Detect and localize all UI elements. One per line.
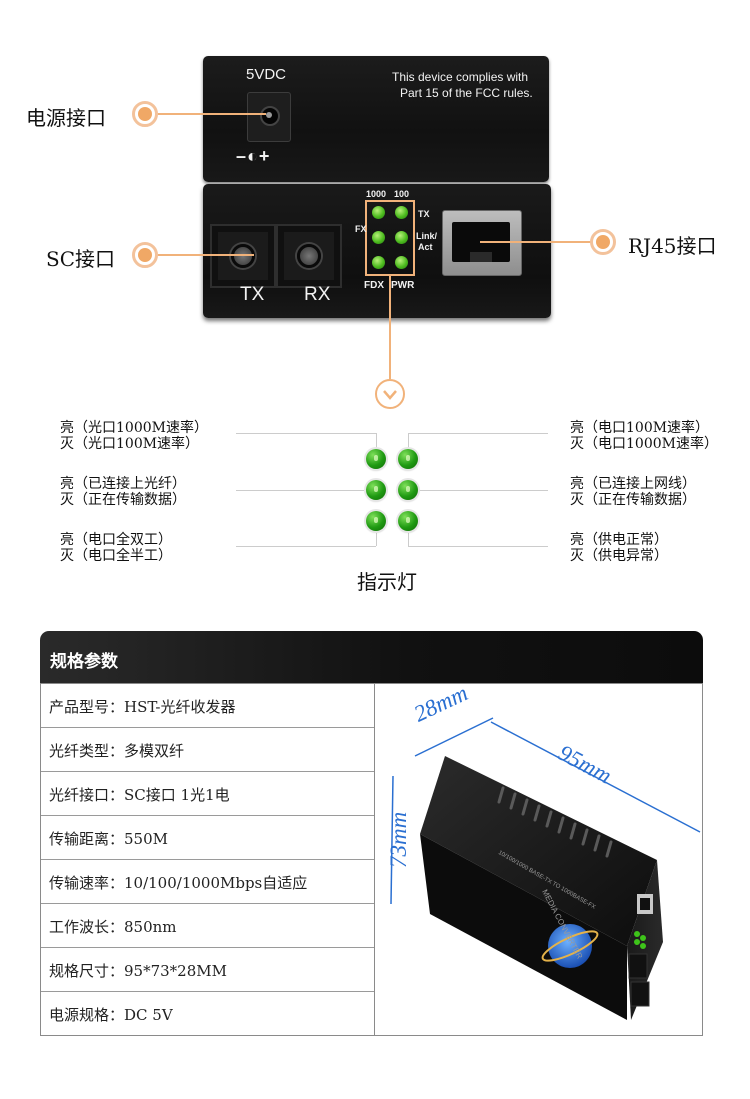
- spec-row: 光纤接口：SC接口 1光1电: [41, 772, 374, 816]
- ind-right-3-line: [408, 546, 548, 547]
- ind-left-3-on: 亮（电口全双工）: [60, 532, 172, 548]
- ind-left-2-on: 亮（已连接上光纤）: [60, 476, 186, 492]
- led-pwr-indicator: [398, 511, 418, 531]
- ind-right-1-off: 灭（电口1000M速率）: [570, 436, 718, 452]
- ind-left-3-line: [236, 546, 376, 547]
- callout-sc-line: [158, 254, 254, 256]
- mini-led-100: [395, 206, 408, 219]
- spec-row: 规格尺寸：95*73*28MM: [41, 948, 374, 992]
- spec-row: 传输距离：550M: [41, 816, 374, 860]
- spec-row: 产品型号：HST-光纤收发器: [41, 684, 374, 728]
- led-label-act: Act: [418, 242, 433, 252]
- product-picture: [390, 717, 701, 1020]
- fcc-line-1: This device complies with: [392, 70, 529, 84]
- ind-right-1-line: [408, 433, 548, 434]
- ind-right-1-drop: [408, 433, 409, 449]
- led-label-link: Link/: [416, 231, 438, 241]
- led-fx-indicator: [366, 480, 386, 500]
- led-1000-indicator: [366, 449, 386, 469]
- dc-jack-pin: [266, 112, 272, 118]
- dim-height-label: 73mm: [386, 811, 411, 868]
- ind-left-1-line: [236, 433, 376, 434]
- tx-label: TX: [240, 284, 265, 305]
- rj45-latch: [470, 252, 492, 262]
- mini-led-fdx: [372, 256, 385, 269]
- spec-header: 规格参数: [40, 631, 703, 683]
- ind-left-1-drop: [376, 433, 377, 449]
- led-link-indicator: [398, 480, 418, 500]
- spec-row: 电源规格：DC 5V: [49, 1006, 173, 1024]
- chevron-down-icon: [375, 379, 405, 409]
- spec-row: 光纤类型：多模双纤: [41, 728, 374, 772]
- callout-power: 电源接口: [26, 106, 106, 130]
- callout-rj45-dot: [596, 235, 610, 249]
- led-label-fx: FX: [355, 224, 367, 234]
- ind-right-3-on: 亮（供电正常）: [570, 532, 668, 548]
- ind-right-1-on: 亮（电口100M速率）: [570, 420, 710, 436]
- rx-label: RX: [304, 284, 331, 305]
- mini-led-1000: [372, 206, 385, 219]
- mini-led-fx: [372, 231, 385, 244]
- led-label-pwr: PWR: [391, 280, 415, 291]
- ind-left-2-off: 灭（正在传输数据）: [60, 492, 186, 508]
- mini-led-pwr: [395, 256, 408, 269]
- callout-power-dot: [138, 107, 152, 121]
- sc-port-rx: [276, 224, 342, 288]
- callout-sc-dot: [138, 248, 152, 262]
- ind-left-1-on: 亮（光口1000M速率）: [60, 420, 208, 436]
- spec-title: 规格参数: [50, 652, 118, 672]
- ind-right-2-line: [418, 490, 548, 491]
- ind-left-3-off: 灭（电口全半工）: [60, 548, 172, 564]
- ind-right-3-off: 灭（供电异常）: [570, 548, 668, 564]
- led-label-fdx: FDX: [364, 280, 384, 291]
- callout-sc: SC接口: [46, 247, 116, 271]
- power-label: 5VDC: [246, 66, 287, 83]
- spec-column-divider: [374, 683, 375, 1036]
- ind-right-2-off: 灭（正在传输数据）: [570, 492, 696, 508]
- fcc-line-2: Part 15 of the FCC rules.: [400, 86, 533, 100]
- callout-power-line: [158, 113, 266, 115]
- mini-led-link: [395, 231, 408, 244]
- indicator-title: 指示灯: [357, 570, 417, 594]
- led-fdx-indicator: [366, 511, 386, 531]
- ind-left-2-line: [236, 490, 364, 491]
- ind-left-1-off: 灭（光口100M速率）: [60, 436, 200, 452]
- callout-rj45-line: [480, 241, 592, 243]
- sc-core-tx: [231, 244, 255, 268]
- led-100-indicator: [398, 449, 418, 469]
- led-frame: [365, 200, 415, 276]
- sc-core-rx: [297, 244, 321, 268]
- ind-left-3-rise: [376, 528, 377, 546]
- callout-rj45: RJ45接口: [628, 234, 717, 258]
- led-label-100: 100: [394, 189, 410, 199]
- led-label-tx: TX: [418, 209, 430, 219]
- spec-row: 工作波长：850nm: [41, 904, 374, 948]
- spec-row: 传输速率：10/100/1000Mbps自适应: [41, 860, 374, 904]
- led-label-1000: 1000: [366, 189, 387, 199]
- polarity-icon: –◐+: [236, 146, 271, 166]
- ind-right-2-on: 亮（已连接上网线）: [570, 476, 696, 492]
- led-connector-line: [389, 276, 391, 379]
- ind-right-3-rise: [408, 528, 409, 546]
